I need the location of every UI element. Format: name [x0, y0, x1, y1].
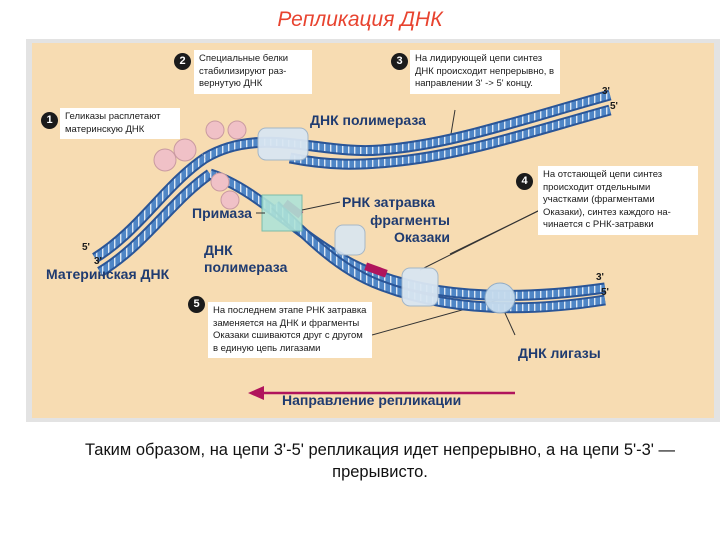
step-4-number: 4	[516, 173, 533, 190]
step-5-note: На последнем этапе РНК затравка заменяет…	[208, 302, 372, 358]
label-okazaki-fragments: фрагменты Оказаки	[370, 212, 450, 245]
ssb-protein-1	[205, 120, 225, 140]
leading-strand-new-ticks	[289, 106, 611, 168]
dna-polymerase-bottom-enzyme	[401, 267, 439, 307]
parent-strand-outer-ticks	[93, 155, 207, 261]
label-replication-direction: Направление репликации	[282, 392, 462, 408]
ssb-protein-2	[227, 120, 247, 140]
end-bottom-3prime: 3'	[596, 272, 604, 283]
label-dna-polymerase-top: ДНК полимераза	[310, 112, 426, 128]
lagging-strand-template-ticks	[208, 170, 606, 299]
step-1-note: Геликазы расплетают материнскую ДНК	[60, 108, 180, 139]
step-3-note: На лидирующей цепи синтез ДНК происходит…	[410, 50, 560, 94]
end-left-5prime: 5'	[82, 242, 90, 253]
summary-caption: Таким образом, на цепи 3'-5' репликация …	[84, 441, 676, 481]
direction-arrow-head	[248, 386, 264, 400]
end-bottom-5prime: 5'	[601, 287, 609, 298]
step-1-number: 1	[41, 112, 58, 129]
dna-ligase-enzyme	[484, 282, 516, 314]
lagging-strand-new-ticks	[272, 202, 606, 312]
label-primase: Примаза	[192, 205, 252, 221]
primase-box	[261, 194, 303, 232]
end-left-3prime: 3'	[94, 256, 102, 267]
step-4-note: На отстающей цепи синтез происходит отде…	[538, 166, 698, 235]
okazaki-enzyme	[334, 224, 366, 256]
leader-rna-primer	[301, 201, 341, 211]
step-2-note: Специальные белки стабилизируют раз-верн…	[194, 50, 312, 94]
label-dna-ligase: ДНК лигазы	[518, 345, 601, 361]
ssb-protein-4	[220, 190, 240, 210]
label-parent-dna: Материнская ДНК	[46, 266, 170, 282]
step-5-number: 5	[188, 296, 205, 313]
ssb-protein-3	[210, 172, 230, 192]
dna-polymerase-top-enzyme	[257, 127, 309, 161]
slide-title: Репликация ДНК	[277, 8, 443, 31]
leader-ligase	[504, 312, 516, 336]
label-rna-primer: РНК затравка	[342, 194, 436, 210]
parent-strand-inner-ticks	[98, 171, 212, 276]
step-2-number: 2	[174, 53, 191, 70]
helicase-protein-1	[153, 148, 177, 172]
end-top-5prime: 5'	[610, 101, 618, 112]
end-top-3prime: 3'	[602, 86, 610, 97]
step-3-number: 3	[391, 53, 408, 70]
helicase-protein-2	[173, 138, 197, 162]
label-dna-polymerase-bottom: ДНК полимераза	[204, 242, 288, 275]
pointer-line-4b	[419, 209, 541, 271]
rna-primer-2	[364, 262, 388, 278]
